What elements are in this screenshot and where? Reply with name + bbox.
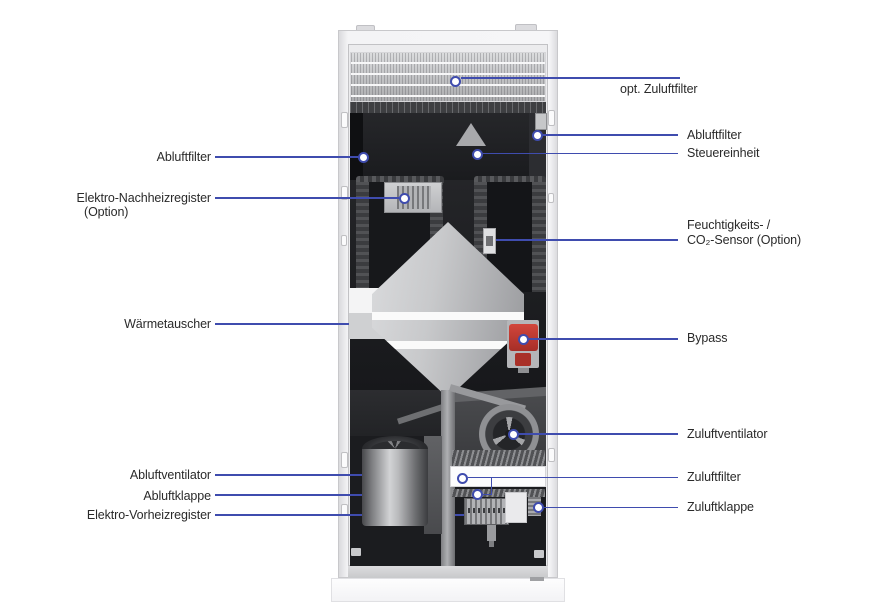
label-abluftklappe: Abluftklappe: [143, 489, 211, 503]
label-vorheizregister: Elektro-Vorheizregister: [86, 508, 211, 522]
label-abluftventilator: Abluftventilator: [129, 468, 211, 482]
upper-chamber: [350, 113, 546, 180]
callout-line-zuluftklappe: [543, 506, 678, 509]
callout-line-abluftventilator: [215, 474, 386, 476]
panel-behind-extract-fan: [424, 436, 442, 534]
label-feuchtigkeits: Feuchtigkeits- /: [687, 218, 771, 232]
label-zuluftklappe: Zuluftklappe: [687, 500, 754, 514]
callout-marker-abluftfilter-right: [531, 129, 543, 141]
label-zuluftventilator: Zuluftventilator: [687, 427, 768, 441]
top-hinge-right: [515, 24, 537, 32]
callout-line-steuereinheit: [482, 152, 678, 155]
callout-marker-steuereinheit: [471, 148, 483, 160]
extract-filter-bracket: [535, 113, 547, 130]
hinge-left-3: [341, 235, 347, 246]
heat-exchanger-band-1: [372, 312, 524, 320]
preheater-dots: [468, 508, 505, 513]
callout-line-zuluftventilator: [518, 433, 678, 435]
callout-line-nachheizregister: [215, 197, 399, 199]
hinge-left-4: [341, 452, 348, 468]
hinge-right-3: [548, 448, 555, 462]
callout-marker-abluftfilter-left: [357, 151, 369, 163]
extract-fan-body: [362, 449, 428, 526]
label-co2-sensor: CO₂-Sensor (Option): [687, 233, 802, 247]
supply-filter-top: [350, 52, 546, 102]
callout-marker-opt-zuluftfilter: [449, 75, 461, 87]
callout-line-vorheizregister: [215, 514, 479, 516]
supply-filter-pleats-top: [452, 450, 545, 466]
supply-damper-box: [505, 492, 527, 523]
callout-branch-zuluftfilter-h: [482, 493, 492, 496]
supply-filter-band: [450, 466, 546, 487]
drain-pipe: [487, 525, 496, 541]
extract-filter-slot: [350, 113, 363, 180]
callout-branch-zuluftfilter-v: [490, 477, 493, 495]
drain-pipe-foot: [489, 541, 494, 547]
bottom-frame-strip: [348, 566, 548, 578]
callout-line-co2-sensor: [495, 239, 678, 241]
label-opt-zuluftfilter: opt. Zuluftfilter: [620, 82, 698, 96]
bypass-actuator-lower: [515, 353, 531, 366]
foot-right: [534, 550, 544, 558]
callout-line-abluftklappe: [215, 494, 425, 496]
foot-left: [351, 548, 361, 556]
pedestal: [331, 578, 565, 602]
hinge-right-1: [548, 110, 555, 126]
pedestal-notch: [530, 577, 544, 581]
callout-marker-zuluftfilter-b: [471, 488, 483, 500]
top-hinge-left: [356, 25, 375, 32]
supply-filter-pleats-bottom: [452, 489, 545, 497]
duct-right-foam-b: [532, 182, 546, 292]
callout-line-abluftfilter-left: [215, 156, 358, 158]
callout-marker-bypass: [517, 333, 529, 345]
airflow-triangle-icon: [456, 123, 486, 146]
label-bypass: Bypass: [687, 331, 728, 345]
callout-line-waermetauscher: [215, 323, 444, 325]
hinge-left-2: [341, 186, 348, 200]
label-abluftfilter-left: Abluftfilter: [156, 150, 211, 164]
callout-marker-zuluftklappe: [532, 501, 544, 513]
callout-marker-nachheizregister: [398, 192, 410, 204]
duct-left-foam-a: [356, 182, 369, 292]
callout-line-bypass: [528, 338, 678, 340]
hinge-right-2: [548, 193, 554, 203]
label-waermetauscher: Wärmetauscher: [124, 317, 211, 331]
label-nachheizregister: Elektro-Nachheizregister: [76, 191, 212, 205]
center-divider: [441, 390, 455, 566]
callout-marker-zuluftfilter-a: [456, 472, 468, 484]
bypass-foot: [518, 368, 529, 373]
label-nachheizregister-option: (Option): [84, 205, 129, 219]
label-abluftfilter-right: Abluftfilter: [687, 128, 742, 142]
co2-sensor-slot: [486, 236, 493, 246]
heat-exchanger-band-2: [372, 341, 524, 349]
callout-marker-zuluftventilator: [507, 428, 519, 440]
duct-right-top: [474, 176, 546, 183]
callout-line-opt-zuluftfilter: [460, 77, 680, 79]
label-steuereinheit: Steuereinheit: [687, 146, 760, 160]
top-grille: [350, 102, 546, 113]
label-zuluftfilter: Zuluftfilter: [687, 470, 741, 484]
callout-line-zuluftfilter: [467, 476, 678, 479]
duct-left-top: [356, 176, 444, 183]
hinge-left-1: [341, 112, 348, 128]
callout-line-abluftfilter-right: [542, 134, 678, 136]
